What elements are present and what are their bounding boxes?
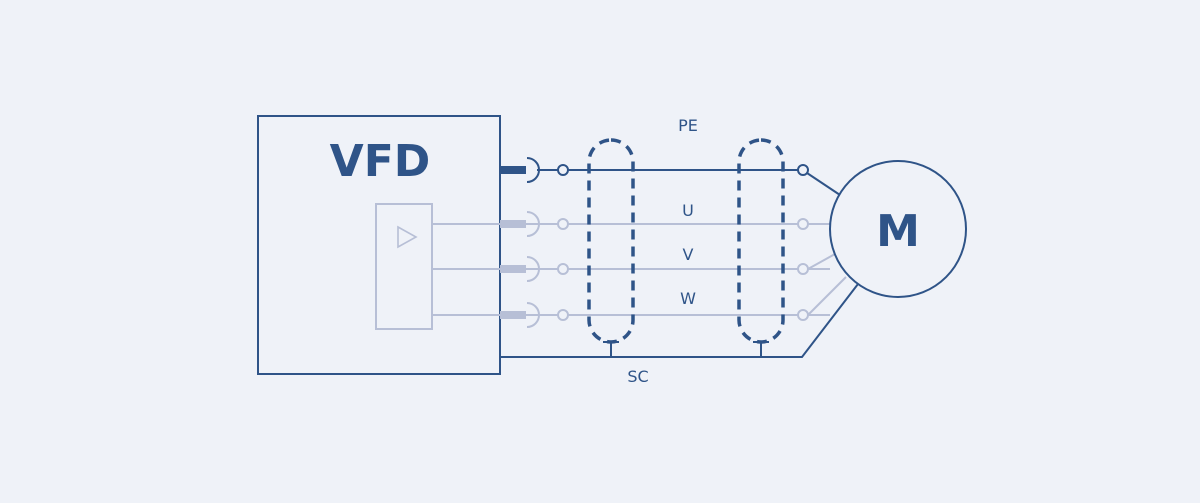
w-label: W [680,289,696,308]
cable-shield-right [737,138,785,344]
motor-label: M [876,206,920,257]
u-label: U [682,201,694,220]
pe-conductor [500,157,841,196]
phase-terminals [500,211,809,328]
inverter-block [375,203,433,330]
v-label: V [683,245,694,264]
sc-label: SC [627,367,648,386]
motor-circle [829,160,967,298]
pe-label: PE [678,116,698,135]
cable-shield-left [587,138,635,344]
amplifier-icon [397,225,418,249]
vfd-box [257,115,501,375]
vfd-label: VFD [330,136,431,187]
phase-conductors [432,223,847,316]
